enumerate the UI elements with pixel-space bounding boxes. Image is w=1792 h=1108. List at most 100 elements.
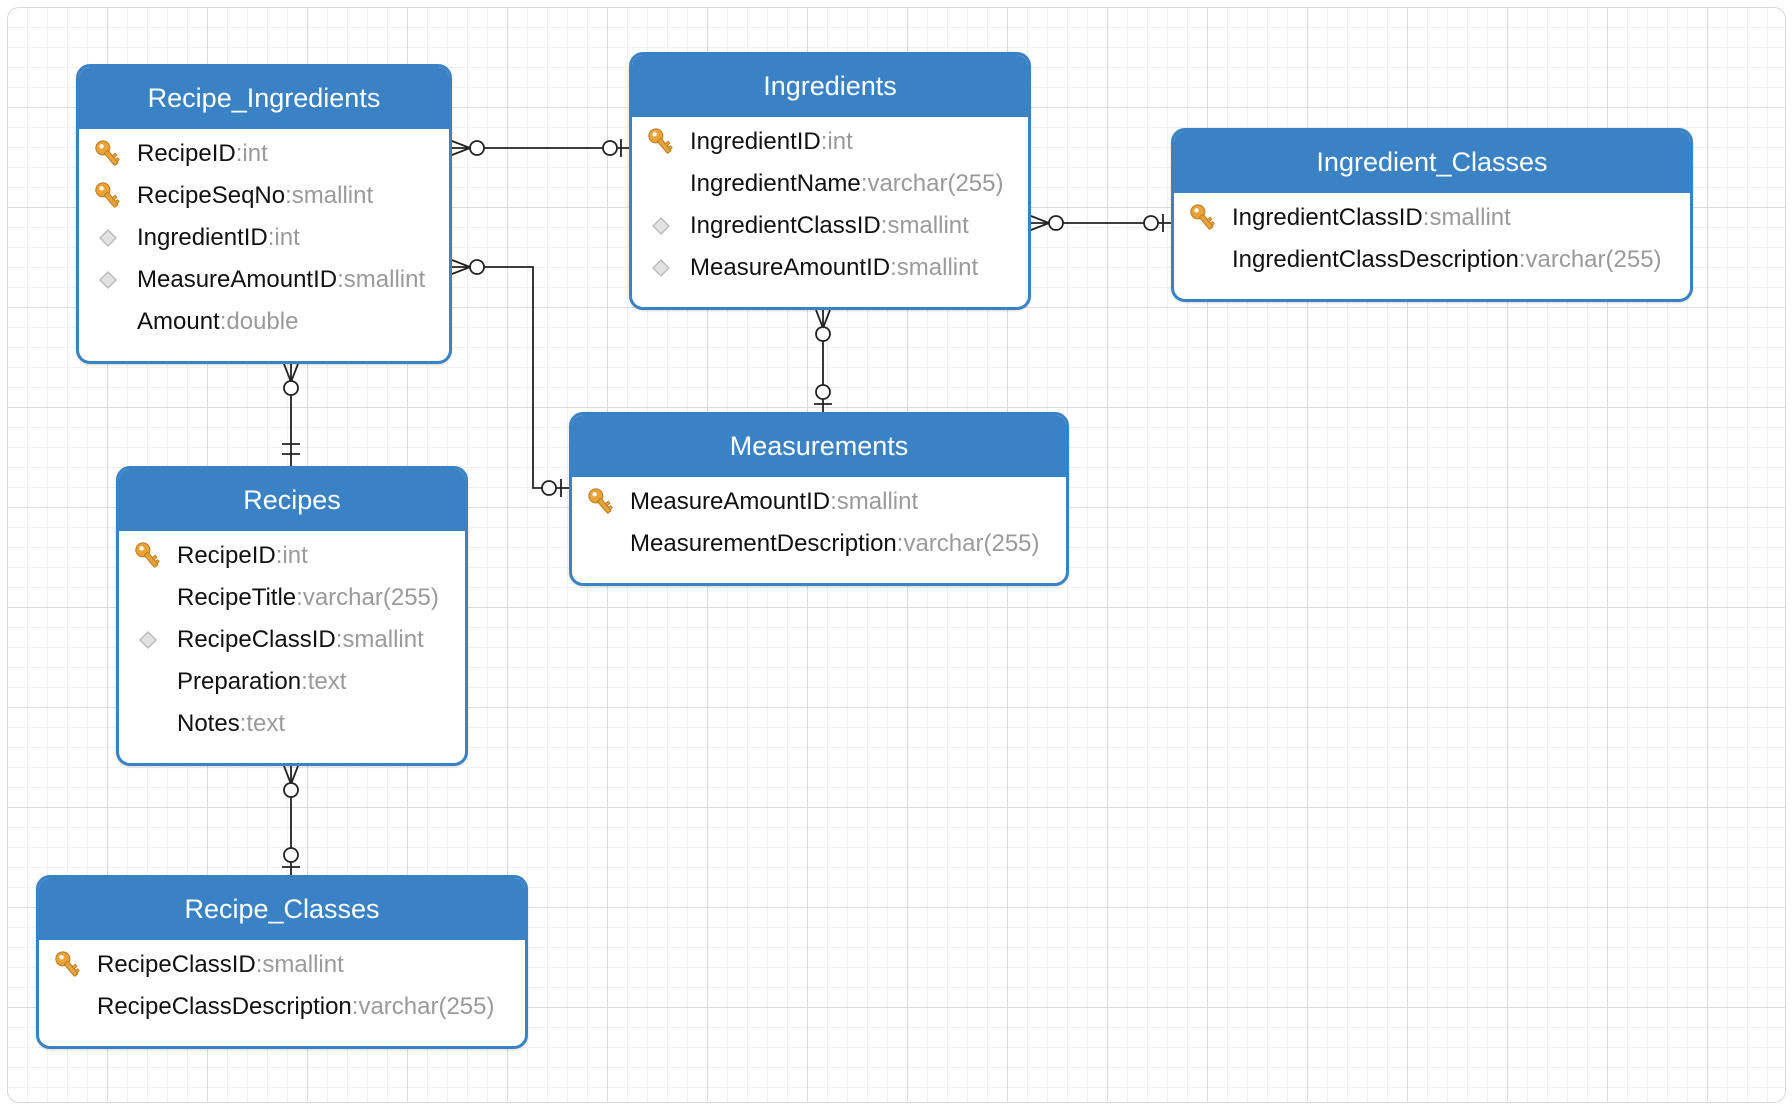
field-separator: : [275,542,283,569]
field-type: smallint [896,254,979,281]
field-separator: : [890,254,897,281]
relationship-recipe-ingredients-to-recipes [282,363,300,467]
field-separator: : [235,140,243,167]
field-type: smallint [1429,204,1511,231]
table-title: Recipe_Ingredients [79,67,449,129]
field-separator: : [1518,246,1526,273]
field-type: varchar(255) [867,170,1004,197]
key-icon [135,542,160,568]
field-name: MeasurementDescription [630,530,897,557]
field-separator: : [830,488,837,515]
field-name: IngredientClassDescription [1232,246,1519,273]
field-row[interactable]: RecipeTitle: varchar(255) [119,577,465,619]
field-row[interactable]: MeasurementDescription: varchar(255) [572,523,1066,565]
field-marker [39,949,97,981]
key-icon [648,128,673,154]
field-row[interactable]: RecipeID: int [119,535,465,577]
field-type: varchar(255) [302,584,439,611]
field-row[interactable]: IngredientID: int [79,217,449,259]
field-type: smallint [887,212,969,239]
field-name: IngredientID [690,128,821,155]
relationship-ingredients-to-measurements [814,309,832,412]
field-marker [79,138,137,170]
field-row[interactable]: Preparation: text [119,661,465,703]
field-row[interactable]: IngredientClassID: smallint [632,205,1028,247]
field-name: RecipeSeqNo [137,182,286,209]
field-type: smallint [343,266,426,293]
field-separator: : [860,170,868,197]
field-name: MeasureAmountID [137,266,338,293]
field-marker [119,630,177,650]
field-row[interactable]: RecipeClassID: smallint [119,619,465,661]
field-name: IngredientClassID [690,212,881,239]
relationship-recipes-to-recipe-classes [282,765,300,876]
field-name: IngredientClassID [1232,204,1423,231]
field-marker [79,228,137,248]
field-separator: : [267,224,275,251]
field-name: RecipeTitle [177,584,297,611]
key-icon [95,182,120,208]
field-row[interactable]: Notes: text [119,703,465,745]
field-marker [119,540,177,572]
field-name: Preparation [177,668,302,695]
field-name: RecipeID [177,542,276,569]
field-separator: : [239,710,247,737]
field-row[interactable]: Amount: double [79,301,449,343]
field-marker [572,486,630,518]
field-marker [1174,202,1232,234]
field-row[interactable]: IngredientClassID: smallint [1174,197,1690,239]
field-type: smallint [342,626,424,653]
field-marker [79,180,137,212]
field-row[interactable]: MeasureAmountID: smallint [572,481,1066,523]
field-name: MeasureAmountID [690,254,891,281]
field-separator: : [285,182,292,209]
field-row[interactable]: MeasureAmountID: smallint [632,247,1028,289]
table-title: Recipes [119,469,465,531]
diamond-icon [139,631,157,649]
table-ingredient-classes[interactable]: Ingredient_Classes IngredientClassID: sm… [1171,128,1693,302]
field-type: varchar(255) [1525,246,1662,273]
table-title: Ingredient_Classes [1174,131,1690,193]
field-row[interactable]: IngredientName: varchar(255) [632,163,1028,205]
field-separator: : [1422,204,1430,231]
field-row[interactable]: RecipeSeqNo: smallint [79,175,449,217]
diamond-icon [652,259,670,277]
field-type: int [242,140,268,167]
field-row[interactable]: RecipeID: int [79,133,449,175]
field-type: smallint [262,951,344,978]
field-type: double [226,308,299,335]
field-name: RecipeClassDescription [97,993,352,1020]
field-row[interactable]: RecipeClassDescription: varchar(255) [39,986,525,1028]
field-name: Amount [137,308,220,335]
field-name: IngredientName [690,170,861,197]
field-name: MeasureAmountID [630,488,831,515]
diamond-icon [99,229,117,247]
field-type: text [246,710,286,737]
field-separator: : [880,212,888,239]
field-marker [632,126,690,158]
diamond-icon [99,271,117,289]
field-name: RecipeClassID [97,951,256,978]
field-type: int [274,224,300,251]
table-title: Measurements [572,415,1066,477]
relationship-recipe-ingredients-to-ingredients [451,139,630,157]
field-row[interactable]: IngredientID: int [632,121,1028,163]
field-type: smallint [836,488,919,515]
field-type: int [282,542,308,569]
field-row[interactable]: RecipeClassID: smallint [39,944,525,986]
field-name: RecipeClassID [177,626,336,653]
field-row[interactable]: IngredientClassDescription: varchar(255) [1174,239,1690,281]
field-name: Notes [177,710,240,737]
key-icon [95,140,120,166]
field-row[interactable]: MeasureAmountID: smallint [79,259,449,301]
